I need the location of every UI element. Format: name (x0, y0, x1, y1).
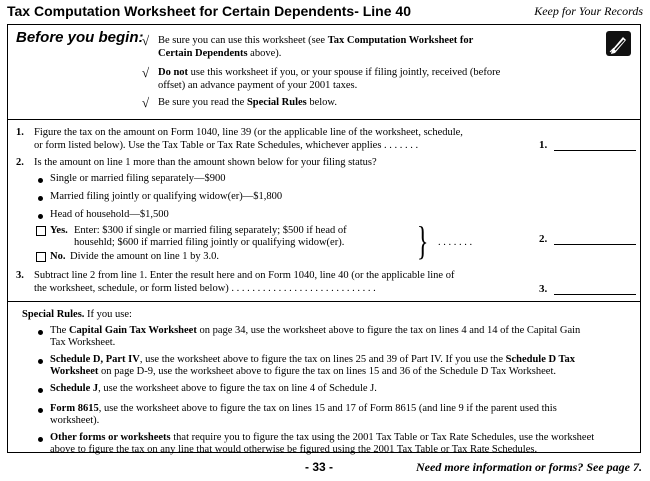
before-item-3: √ Be sure you read the Special Rules bel… (142, 95, 337, 110)
bullet (38, 359, 43, 364)
brace: } (416, 218, 429, 263)
divider (8, 301, 640, 302)
divider (8, 119, 640, 120)
pencil-icon (606, 31, 631, 56)
bullet (38, 196, 43, 201)
page-number: - 33 - (305, 460, 334, 474)
checkmark-icon: √ (142, 95, 150, 110)
line-3-entry[interactable] (554, 293, 636, 295)
bullet (38, 437, 43, 442)
yes-checkbox[interactable] (36, 226, 46, 236)
line-1-entry[interactable] (554, 149, 636, 151)
before-item-1: √ Be sure you can use this worksheet (se… (142, 33, 474, 59)
bullet (38, 178, 43, 183)
checkmark-icon: √ (142, 33, 150, 48)
line-1-label: 1. (539, 139, 548, 151)
bullet (38, 388, 43, 393)
checkmark-icon: √ (142, 65, 150, 80)
line-2-entry[interactable] (554, 243, 636, 245)
worksheet-box: Before you begin: √ Be sure you can use … (7, 24, 641, 455)
bullet (38, 408, 43, 413)
before-item-2: √ Do not use this worksheet if you, or y… (142, 65, 501, 91)
no-checkbox[interactable] (36, 252, 46, 262)
bullet (38, 214, 43, 219)
page-header: Tax Computation Worksheet for Certain De… (7, 3, 643, 21)
line-3-label: 3. (539, 283, 548, 295)
worksheet-title: Tax Computation Worksheet for Certain De… (7, 3, 411, 19)
more-info-note: Need more information or forms? See page… (416, 460, 642, 474)
keep-for-records: Keep for Your Records (534, 4, 643, 18)
line-2-label: 2. (539, 233, 548, 245)
bullet (38, 330, 43, 335)
before-you-begin-heading: Before you begin: (16, 29, 144, 46)
